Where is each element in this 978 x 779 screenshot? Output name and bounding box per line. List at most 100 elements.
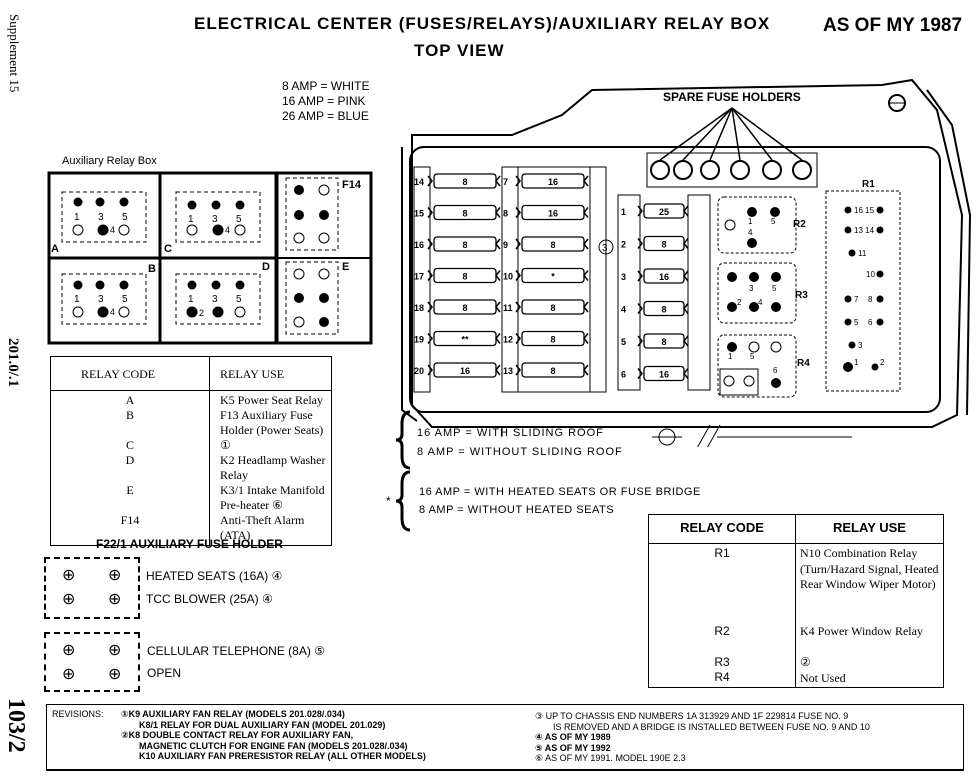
svg-text:3: 3 — [858, 341, 863, 350]
fuse-a-14: 14 8 — [414, 173, 501, 189]
svg-text:7: 7 — [854, 295, 859, 304]
fuse-number: 14 — [414, 177, 424, 187]
fuse-value: 8 — [550, 240, 555, 250]
rev-left-4: MAGNETIC CLUTCH FOR ENGINE FAN (MODELS 2… — [139, 740, 408, 751]
aux-code-a: A — [125, 393, 135, 407]
fuse-value: 8 — [550, 366, 555, 376]
fuse-number: 20 — [414, 366, 424, 376]
fuse-value: 8 — [462, 177, 467, 187]
svg-text:10: 10 — [866, 270, 875, 279]
aux-use-b: F13 Auxiliary Fuse Holder (Power Seats) — [220, 408, 324, 437]
note-sliding-16: 16 AMP = WITH SLIDING ROOF — [417, 427, 604, 439]
amp-legend-white: 8 AMP = WHITE — [282, 79, 370, 93]
fuse-open: OPEN — [147, 666, 182, 680]
fuse-value: * — [551, 272, 555, 282]
svg-text:D: D — [262, 261, 270, 273]
fuse-number: 13 — [503, 366, 513, 376]
spare-fuse-label: SPARE FUSE HOLDERS — [663, 90, 801, 104]
svg-text:B: B — [148, 263, 156, 275]
fuse-number: 15 — [414, 209, 424, 219]
asterisk-marker: * — [386, 494, 391, 508]
note-sliding-roof: 16 AMP = WITH SLIDING ROOF 8 AMP = WITHO… — [417, 424, 623, 462]
main-header-use: RELAY USE — [795, 514, 944, 544]
svg-text:11: 11 — [858, 249, 867, 258]
fuse-value: 8 — [462, 303, 467, 313]
svg-text:4: 4 — [758, 298, 763, 307]
fuse-value: 8 — [462, 272, 467, 282]
fuse-number: 19 — [414, 335, 424, 345]
svg-text:1: 1 — [728, 352, 733, 361]
revisions-label: REVISIONS: — [52, 709, 104, 719]
svg-text:3: 3 — [602, 243, 608, 254]
fuse-number: 8 — [503, 209, 508, 219]
svg-text:1: 1 — [748, 217, 753, 226]
relay-e: E — [285, 261, 349, 335]
svg-text:5: 5 — [122, 294, 128, 305]
rev-left-2: K8/1 RELAY FOR DUAL AUXILIARY FAN (MODEL… — [139, 719, 386, 730]
svg-text:1: 1 — [188, 294, 194, 305]
fuse-number: 17 — [414, 272, 424, 282]
main-code-r3: R3 — [714, 654, 730, 669]
svg-text:2: 2 — [199, 308, 204, 318]
aux-code-c: C — [125, 438, 134, 452]
fuse-a-19: 19** — [414, 330, 501, 347]
fuse-b-13: 13 8 — [503, 362, 589, 378]
rev-right-4: ⑤ AS OF MY 1992 — [535, 742, 611, 753]
fuse-value: 25 — [659, 207, 669, 217]
svg-text:2: 2 — [880, 358, 885, 367]
amp-legend-blue: 26 AMP = BLUE — [282, 109, 369, 123]
supplement-label: Supplement 15 — [7, 14, 22, 93]
aux-use-d: K2 Headlamp Washer Relay — [220, 453, 326, 482]
aux-use-a: K5 Power Seat Relay — [220, 393, 323, 407]
bracket-sliding-roof — [396, 410, 411, 470]
svg-text:5: 5 — [772, 284, 777, 293]
svg-text:2: 2 — [737, 298, 742, 307]
fuse-number: 11 — [503, 303, 513, 313]
main-code-r2: R2 — [714, 623, 730, 638]
svg-text:3: 3 — [212, 214, 218, 225]
svg-text:1: 1 — [74, 294, 80, 305]
fuse-b-10: 10* — [503, 267, 589, 284]
fuse-b-8: 8 16 — [503, 204, 589, 221]
main-relay-table: RELAY CODE RELAY USE R1 R2 R3 R4 N10 Com… — [648, 514, 944, 688]
main-code-r4: R4 — [714, 670, 730, 684]
aux-relay-table: RELAY CODE RELAY USE A B C D E F14 K5 Po… — [50, 356, 332, 546]
fuse-number: 2 — [621, 240, 626, 250]
note-heated-8: 8 AMP = WITHOUT HEATED SEATS — [419, 504, 615, 516]
svg-text:1: 1 — [188, 214, 194, 225]
relay-label-r2: R2 — [793, 219, 806, 230]
svg-text:3: 3 — [749, 284, 754, 293]
svg-text:F14: F14 — [342, 179, 362, 191]
main-code-r1: R1 — [714, 546, 730, 560]
rev-left-3: ②K8 DOUBLE CONTACT RELAY FOR AUXILIARY F… — [121, 730, 354, 740]
rev-right-1: ③ UP TO CHASSIS END NUMBERS 1A 313929 AN… — [535, 711, 849, 721]
fuse-value: 8 — [661, 337, 666, 347]
svg-text:1: 1 — [854, 358, 859, 367]
aux-code-d: D — [125, 453, 135, 467]
fuse-number: 6 — [621, 370, 626, 380]
aux-use-c: ① — [220, 438, 231, 452]
svg-text:8: 8 — [868, 295, 873, 304]
as-of-label: AS OF MY 1987 — [823, 15, 963, 36]
aux-use-f14: Anti-Theft Alarm (ATA) — [220, 513, 305, 542]
rev-right-3: ④ AS OF MY 1989 — [535, 732, 611, 742]
svg-text:6: 6 — [868, 318, 873, 327]
relay-r3: 3 5 2 4 — [717, 262, 797, 324]
relay-f14: F14 — [285, 177, 362, 251]
fuse-number: 12 — [503, 335, 513, 345]
rev-left-5: K10 AUXILIARY FAN PRERESISTOR RELAY (ALL… — [139, 751, 426, 761]
fuse-value: 16 — [548, 209, 558, 219]
